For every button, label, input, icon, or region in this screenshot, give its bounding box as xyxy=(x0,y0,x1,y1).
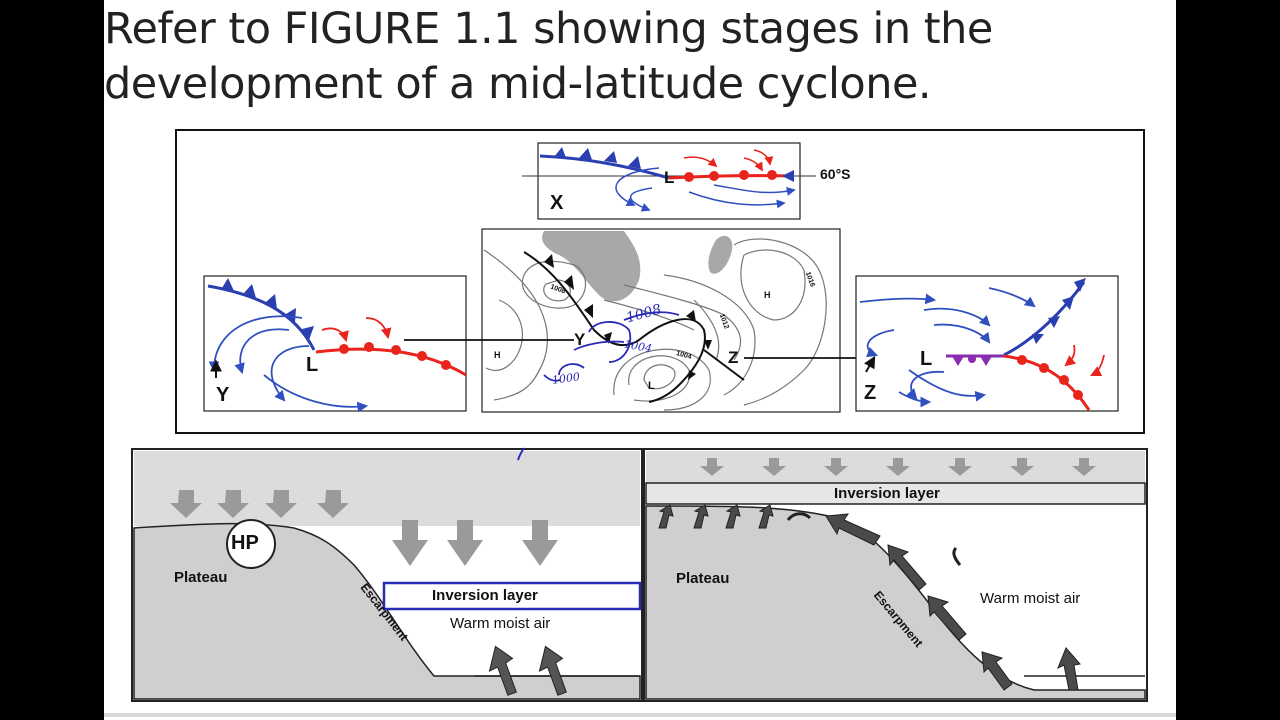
diagram-right xyxy=(643,448,1148,702)
map-y-label: Y xyxy=(574,330,586,349)
inversion-label-right: Inversion layer xyxy=(834,485,940,502)
cold-front-y xyxy=(207,284,316,351)
hp-circle xyxy=(226,519,276,569)
stage-y-panel xyxy=(203,275,467,413)
figure-1-1 xyxy=(131,129,1148,702)
title-line-1: Refer to FIGURE 1.1 showing stages in th… xyxy=(104,4,993,54)
stage-x-label: X xyxy=(550,192,564,214)
map-high-label-left: H xyxy=(494,350,501,360)
low-label-z: L xyxy=(920,348,933,370)
stage-z-label: Z xyxy=(864,382,877,404)
inversion-band-right xyxy=(645,482,1146,505)
slide-bottom-rule xyxy=(104,713,1176,717)
warm-air-label-left: Warm moist air xyxy=(450,615,551,632)
question-title: Refer to FIGURE 1.1 showing stages in th… xyxy=(104,2,1176,112)
synoptic-map-panel xyxy=(404,228,914,413)
low-label-x: L xyxy=(664,168,675,187)
diagram-left xyxy=(131,447,643,702)
cold-front-z xyxy=(1003,281,1086,357)
slide: Refer to FIGURE 1.1 showing stages in th… xyxy=(104,0,1176,720)
map-z-label: Z xyxy=(728,348,739,367)
stage-x-panel xyxy=(522,142,816,220)
plateau-surface-left xyxy=(133,522,641,700)
low-label-y: L xyxy=(306,354,319,376)
latitude-label: 60°S xyxy=(820,166,851,182)
warm-front-x xyxy=(668,174,795,180)
inversion-box-left xyxy=(382,581,642,611)
stage-y-label: Y xyxy=(216,384,230,406)
plateau-label-right: Plateau xyxy=(676,570,730,587)
hp-label: HP xyxy=(231,532,259,554)
map-high-label-right: H xyxy=(764,290,771,300)
madagascar-landmass xyxy=(708,235,733,274)
plateau-label-left: Plateau xyxy=(174,569,228,586)
africa-landmass xyxy=(542,231,641,302)
warm-air-label-right: Warm moist air xyxy=(980,590,1081,607)
title-line-2: development of a mid-latitude cyclone. xyxy=(104,59,932,109)
front-track xyxy=(523,251,706,403)
map-low-label: L xyxy=(648,380,655,392)
inversion-label-left: Inversion layer xyxy=(432,587,538,604)
stage-z-panel xyxy=(855,275,1119,412)
